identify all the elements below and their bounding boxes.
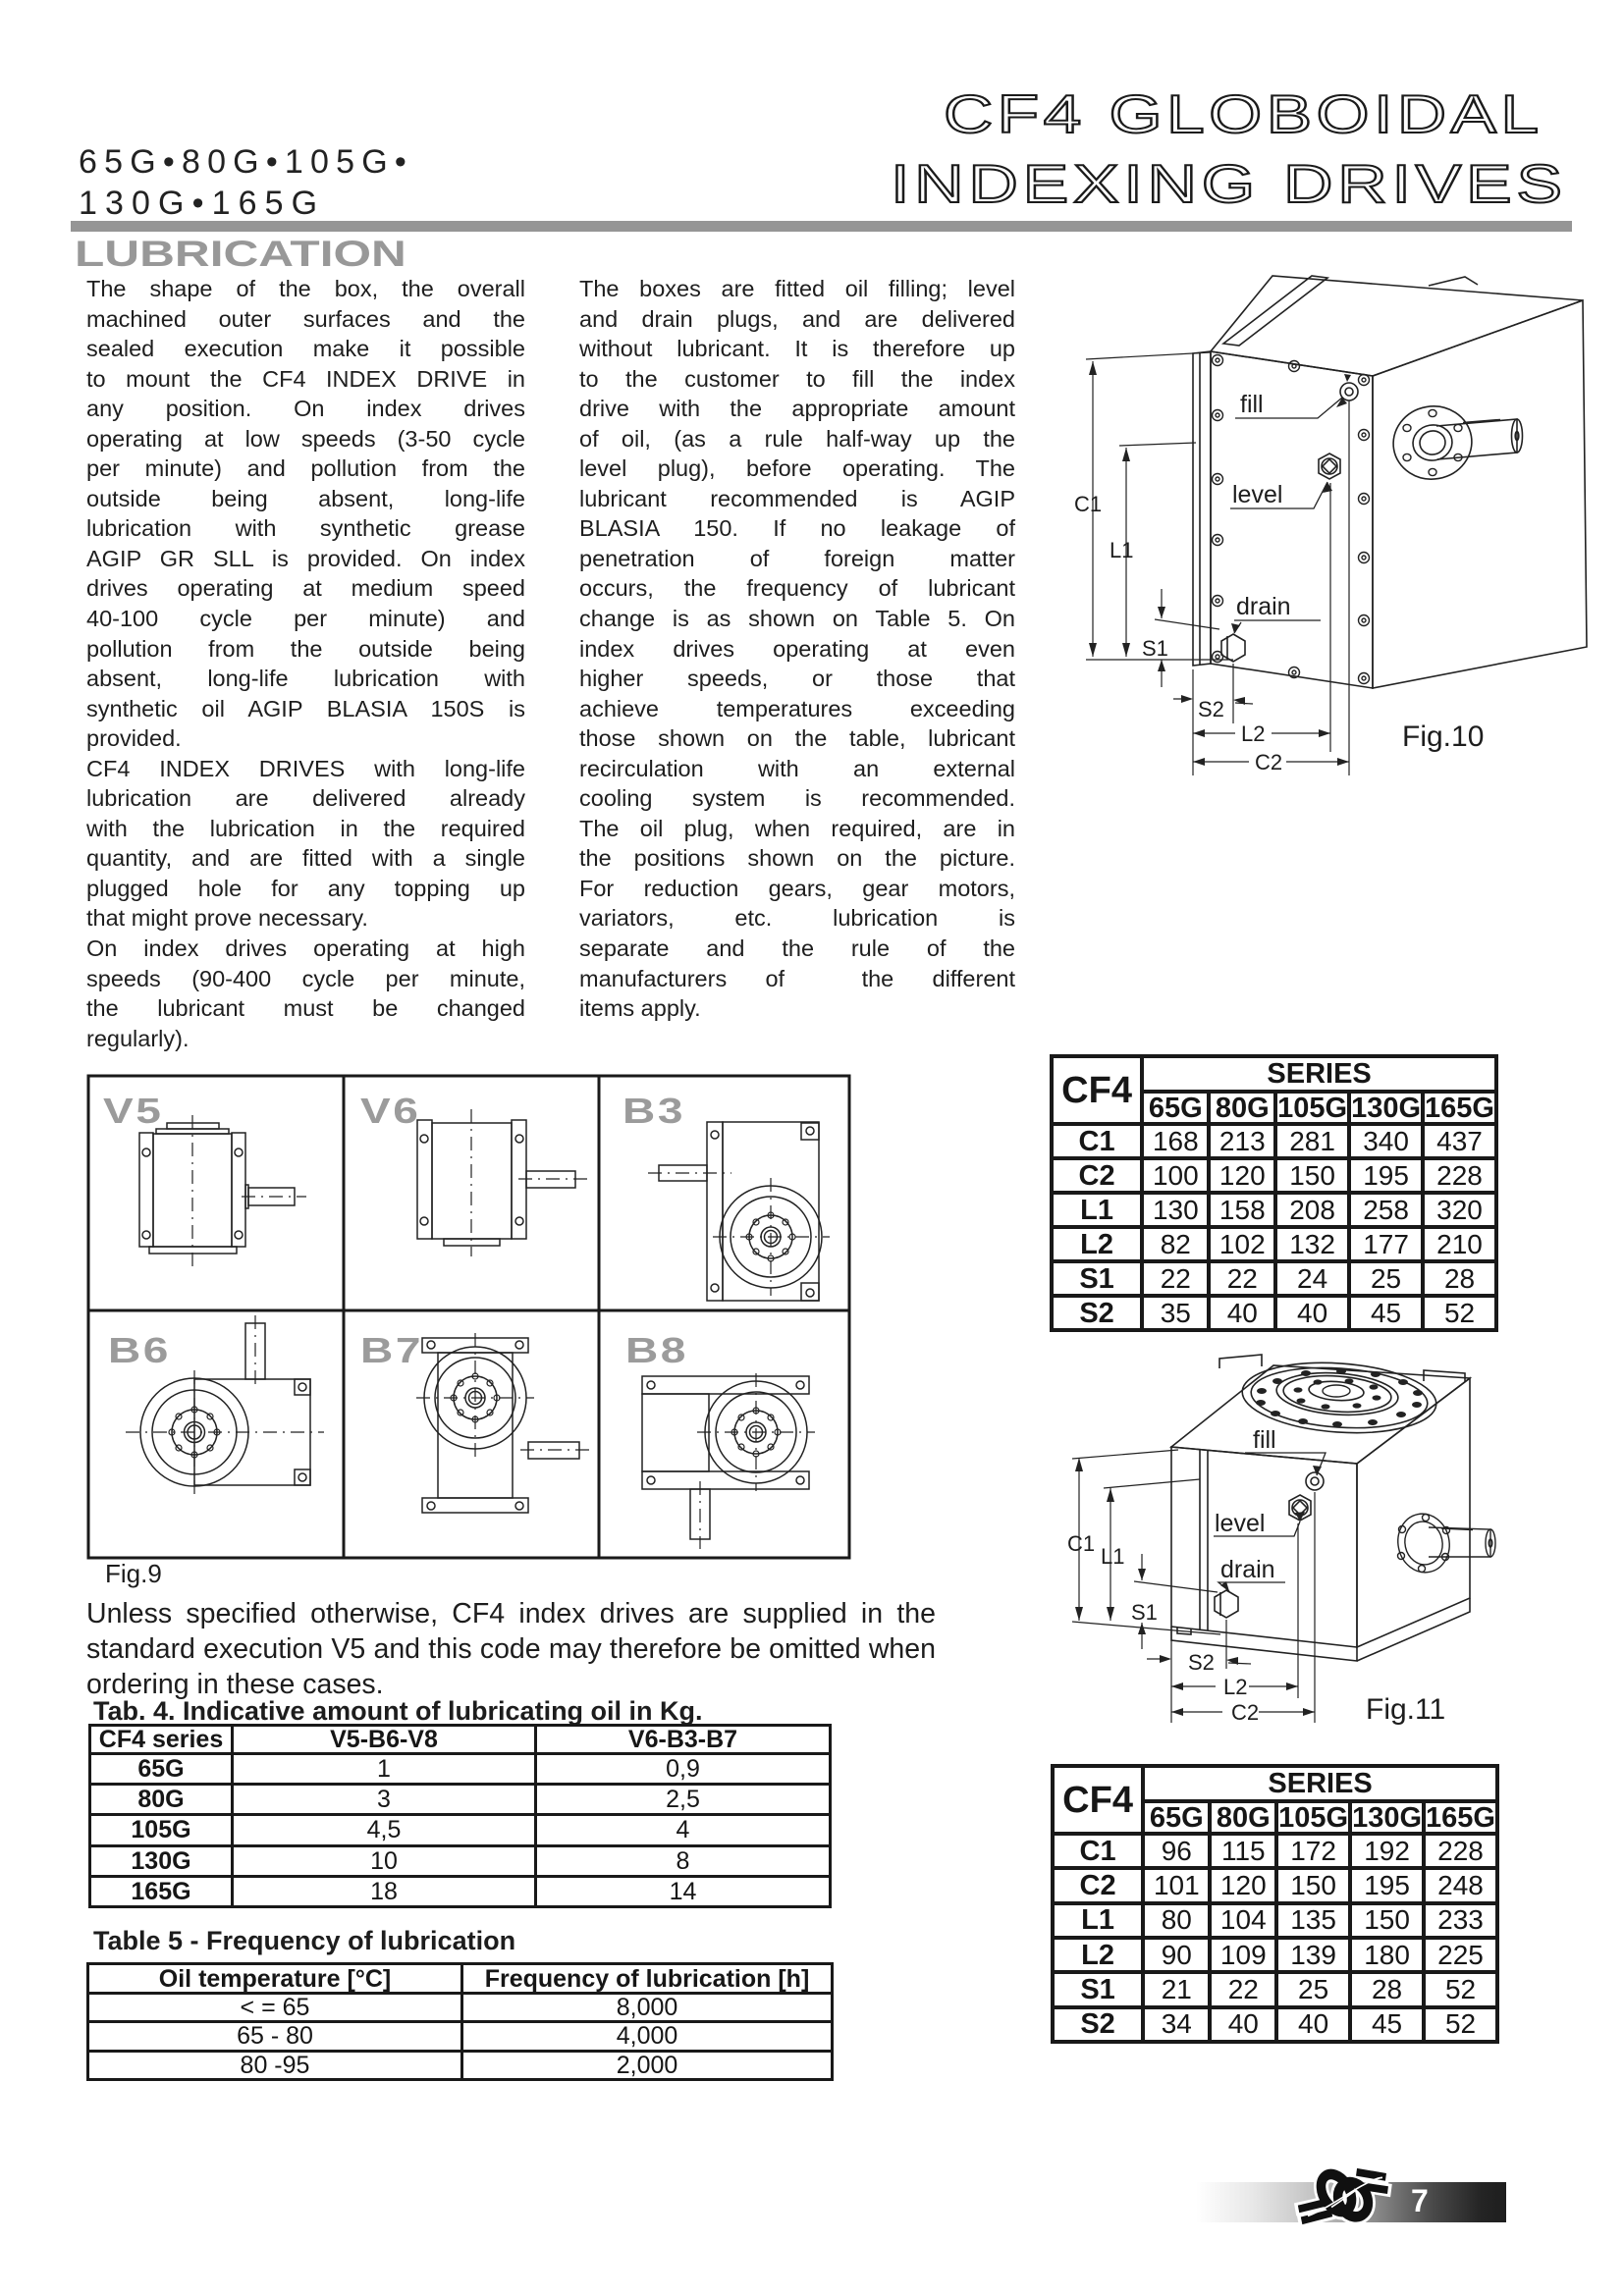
svg-text:L1: L1 bbox=[1101, 1544, 1124, 1569]
svg-text:C2: C2 bbox=[1255, 750, 1282, 774]
svg-text:L2: L2 bbox=[1223, 1675, 1247, 1699]
svg-text:fill: fill bbox=[1240, 391, 1264, 418]
svg-text:S2: S2 bbox=[1188, 1650, 1215, 1675]
svg-text:S2: S2 bbox=[1198, 697, 1224, 721]
svg-text:B8: B8 bbox=[625, 1331, 688, 1370]
svg-text:B6: B6 bbox=[108, 1331, 171, 1370]
svg-text:B7: B7 bbox=[360, 1331, 423, 1370]
svg-text:drain: drain bbox=[1236, 593, 1291, 620]
svg-text:drain: drain bbox=[1220, 1556, 1275, 1583]
svg-text:B3: B3 bbox=[623, 1092, 685, 1131]
svg-text:C2: C2 bbox=[1231, 1700, 1259, 1725]
svg-text:Fig.11: Fig.11 bbox=[1366, 1693, 1445, 1726]
svg-text:C1: C1 bbox=[1067, 1531, 1095, 1556]
svg-text:S1: S1 bbox=[1142, 636, 1168, 661]
svg-text:Fig.10: Fig.10 bbox=[1402, 721, 1484, 753]
svg-text:L2: L2 bbox=[1241, 721, 1265, 746]
svg-text:V6: V6 bbox=[360, 1092, 420, 1131]
svg-text:S1: S1 bbox=[1131, 1600, 1158, 1625]
svg-text:C1: C1 bbox=[1074, 492, 1102, 516]
svg-text:level: level bbox=[1232, 481, 1282, 508]
svg-text:fill: fill bbox=[1253, 1426, 1276, 1454]
svg-text:L1: L1 bbox=[1110, 538, 1133, 562]
svg-text:V5: V5 bbox=[103, 1092, 163, 1131]
svg-text:level: level bbox=[1215, 1510, 1265, 1537]
